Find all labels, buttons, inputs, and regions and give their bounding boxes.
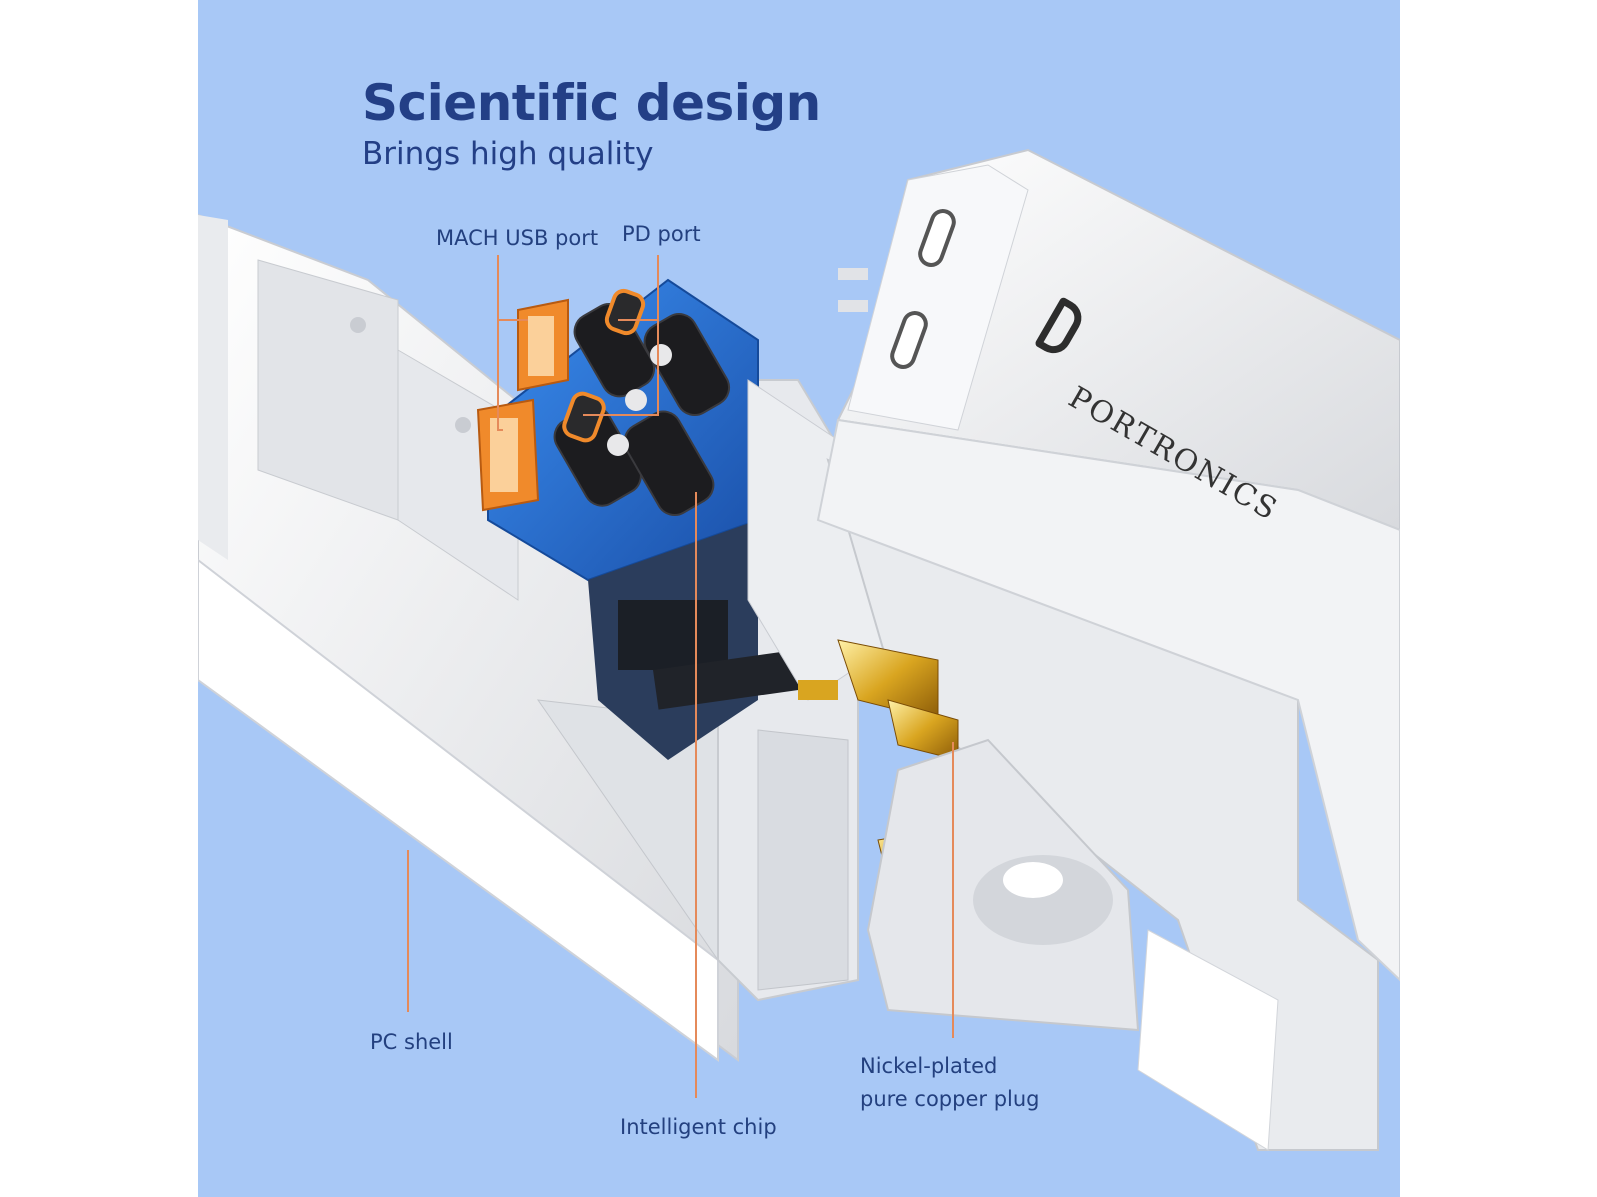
label-pc-shell: PC shell: [370, 1030, 453, 1054]
bottom-strip: [1137, 929, 1279, 1151]
mach-usb-ports: [476, 298, 569, 512]
label-mach-usb-port: MACH USB port: [436, 226, 599, 250]
leader-lines: [407, 255, 954, 1098]
exploded-charger-graphic: [198, 148, 1400, 1151]
product-illustration: PORTRONICS Scientific design Brings high…: [198, 0, 1400, 1197]
headline-subtitle: Brings high quality: [362, 136, 654, 172]
top-cover: [816, 148, 1400, 982]
circuit-board: [487, 278, 808, 760]
pd-ports: [562, 288, 646, 443]
label-plug-line1: Nickel-plated: [860, 1054, 998, 1078]
label-intelligent-chip: Intelligent chip: [620, 1115, 777, 1139]
plug-base: [866, 738, 1140, 1032]
label-pd-port: PD port: [622, 222, 701, 246]
headline-title: Scientific design: [362, 74, 821, 132]
label-plug-line2: pure copper plug: [860, 1087, 1040, 1111]
